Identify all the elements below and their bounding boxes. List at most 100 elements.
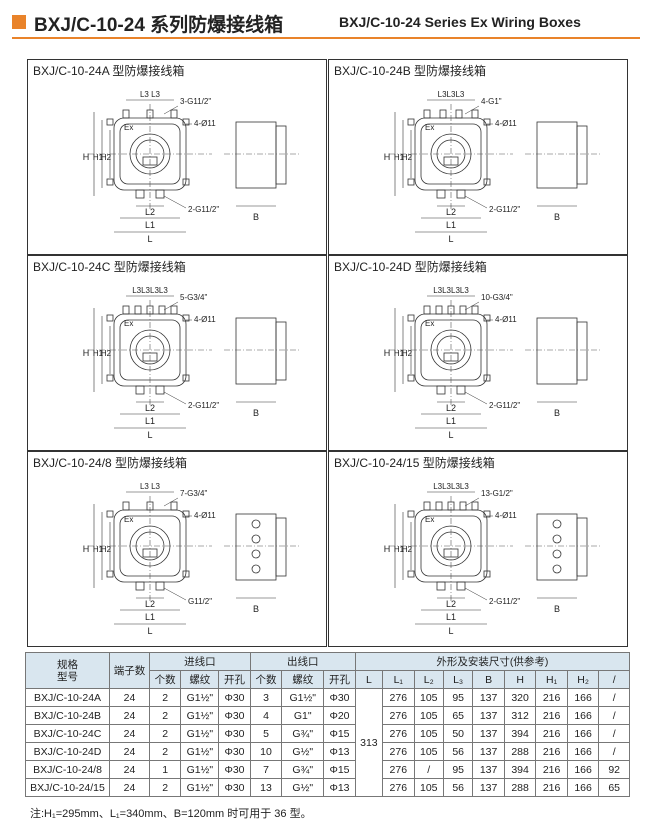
cell-x: / — [598, 706, 630, 725]
cell-h1: 216 — [535, 778, 568, 797]
mounting-tab — [106, 118, 114, 126]
side-view-body — [536, 513, 578, 581]
label-ex: Ex — [425, 123, 434, 132]
sub-out-count: 个数 — [249, 670, 283, 689]
cell-out-hole: Φ15 — [323, 760, 356, 779]
header-terminals: 端子数 — [109, 652, 150, 689]
label-bottom-ports: G11/2" — [188, 597, 212, 606]
cell-in-thread: G1½" — [180, 742, 220, 761]
side-view-body — [235, 317, 277, 385]
label-bottom-ports: 2-G11/2" — [489, 597, 520, 606]
label-ex: Ex — [124, 319, 133, 328]
mounting-tab — [483, 314, 491, 322]
label-h: H — [83, 348, 90, 358]
mounting-tab — [106, 570, 114, 578]
cell-l2: 105 — [413, 742, 444, 761]
cell-terminals: 24 — [109, 742, 150, 761]
header-accent-square — [12, 15, 26, 29]
drawing-title: BXJ/C-10-24C 型防爆接线箱 — [33, 260, 186, 274]
cell-L: 313 — [354, 688, 384, 797]
label-top-ports: 13-G1/2" — [481, 489, 513, 498]
label-l1: L1 — [145, 220, 155, 230]
label-l1: L1 — [446, 416, 456, 426]
mounting-tab — [407, 570, 415, 578]
cell-h: 394 — [503, 724, 537, 743]
cell-b: 137 — [472, 778, 505, 797]
leader-line — [163, 195, 187, 209]
mounting-tab — [407, 374, 415, 382]
label-bottom-ports: 2-G11/2" — [188, 205, 219, 214]
top-port — [435, 305, 443, 315]
cell-h1: 216 — [535, 760, 568, 779]
cell-out-count: 3 — [249, 688, 283, 707]
top-port — [423, 109, 431, 119]
cell-l1: 276 — [382, 778, 415, 797]
cell-terminals: 24 — [109, 706, 150, 725]
label-b: B — [554, 212, 560, 222]
label-ex: Ex — [425, 515, 434, 524]
table-header-row: 规格 型号 端子数 进线口 出线口 外形及安装尺寸(供参考) — [24, 652, 631, 689]
label-l2: L2 — [145, 403, 155, 413]
label-mount-holes: 4-Ø11 — [495, 511, 517, 520]
mounting-tab — [483, 570, 491, 578]
mounting-tab — [483, 118, 491, 126]
page-title: BXJ/C-10-24 系列防爆接线箱 — [34, 15, 284, 36]
label-h: H — [83, 544, 90, 554]
cell-in-thread: G1½" — [180, 706, 220, 725]
top-port — [471, 501, 479, 511]
cell-b: 137 — [472, 760, 505, 779]
label-top-ports: 7-G3/4" — [180, 489, 207, 498]
label-mount-holes: 4-Ø11 — [194, 315, 216, 324]
label-l3: L3 L3 — [140, 90, 161, 99]
label-l: L — [448, 430, 453, 440]
leader-line — [163, 301, 179, 311]
top-port — [447, 501, 455, 511]
bottom-port — [155, 189, 165, 199]
label-b: B — [554, 604, 560, 614]
mounting-tab — [106, 178, 114, 186]
leader-line — [163, 497, 179, 507]
side-port — [251, 549, 261, 559]
cell-l3: 65 — [442, 706, 474, 725]
mounting-tab — [182, 178, 190, 186]
bottom-port — [135, 385, 145, 395]
cell-terminals: 24 — [109, 724, 150, 743]
specification-table: 规格 型号 端子数 进线口 出线口 外形及安装尺寸(供参考) 个数 螺纹 开孔 … — [24, 652, 631, 797]
drawing-title: BXJ/C-10-24A 型防爆接线箱 — [33, 64, 185, 78]
sub-L2: L₂ — [413, 670, 444, 689]
label-l2: L2 — [446, 403, 456, 413]
side-view-body — [235, 121, 277, 189]
sub-in-hole: 开孔 — [218, 670, 251, 689]
mounting-tab — [106, 374, 114, 382]
cell-out-thread: G½" — [281, 742, 325, 761]
bottom-port — [436, 581, 446, 591]
table-note: 注:H₁=295mm、L₁=340mm、B=120mm 时可用于 36 型。 — [30, 808, 312, 820]
mounting-tab — [407, 178, 415, 186]
label-l3: L3L3L3L3 — [433, 482, 469, 491]
sub-B: B — [472, 670, 505, 689]
side-port — [251, 534, 261, 544]
label-h2: H2 — [101, 349, 112, 358]
label-l2: L2 — [145, 599, 155, 609]
mounting-tab — [182, 570, 190, 578]
side-port — [552, 519, 562, 529]
top-port — [447, 305, 455, 315]
mounting-tab — [483, 510, 491, 518]
label-h2: H2 — [402, 153, 413, 162]
label-l2: L2 — [446, 207, 456, 217]
label-ex: Ex — [124, 515, 133, 524]
cell-l2: 105 — [413, 688, 444, 707]
label-l: L — [448, 234, 453, 244]
top-port — [170, 305, 178, 315]
leader-line — [464, 105, 480, 115]
label-bottom-ports: 2-G11/2" — [188, 401, 219, 410]
bottom-port — [436, 385, 446, 395]
cell-h2: 166 — [566, 778, 600, 797]
